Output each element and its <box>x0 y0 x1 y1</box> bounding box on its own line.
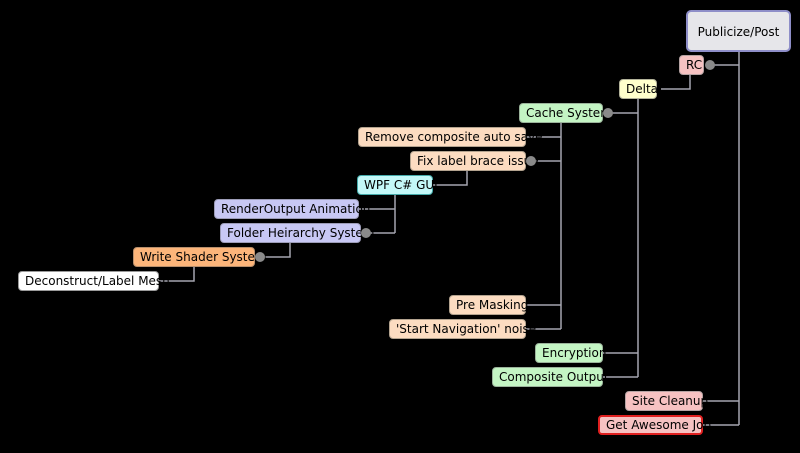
connector-dot-write-shader <box>255 252 265 262</box>
wire-deconstruct-write-shader <box>159 267 195 282</box>
node-remove-composite-auto-save[interactable]: Remove composite auto save <box>358 127 543 147</box>
wire-delta-rc <box>661 75 691 90</box>
node-get-awesome-job[interactable]: Get Awesome Job <box>598 415 711 435</box>
node-encryption[interactable]: Encryption <box>535 343 606 363</box>
wire-wpf-fix-label <box>433 171 468 186</box>
node-site-cleanup[interactable]: Site Cleanup <box>625 391 708 411</box>
node-delta[interactable]: Delta <box>619 79 658 99</box>
connector-dot-folder-heirarchy <box>361 228 371 238</box>
node-start-navigation-noise[interactable]: 'Start Navigation' noise <box>389 319 536 339</box>
connector-dot-fix-label <box>526 156 536 166</box>
connector-dot-cache-system <box>603 108 613 118</box>
node-pre-masking[interactable]: Pre Masking <box>449 295 528 315</box>
connector-dot-rc <box>705 60 715 70</box>
node-folder-heirarchy-system[interactable]: Folder Heirarchy System <box>220 223 374 243</box>
node-composite-output[interactable]: Composite Output <box>492 367 609 387</box>
wire-write-shader-folder <box>260 243 291 258</box>
node-wpf-csharp-gui[interactable]: WPF C# GUI <box>357 175 438 195</box>
node-write-shader-system[interactable]: Write Shader System <box>133 247 267 267</box>
node-renderoutput-animation[interactable]: RenderOutput Animation <box>214 199 370 219</box>
node-cache-system[interactable]: Cache System <box>519 103 612 123</box>
node-deconstruct-label-mesh[interactable]: Deconstruct/Label Mesh <box>18 271 170 291</box>
node-publicize-post[interactable]: Publicize/Post <box>686 10 791 52</box>
node-fix-label-brace-issue[interactable]: Fix label brace issue <box>410 151 539 171</box>
node-rc[interactable]: RC <box>679 55 704 75</box>
